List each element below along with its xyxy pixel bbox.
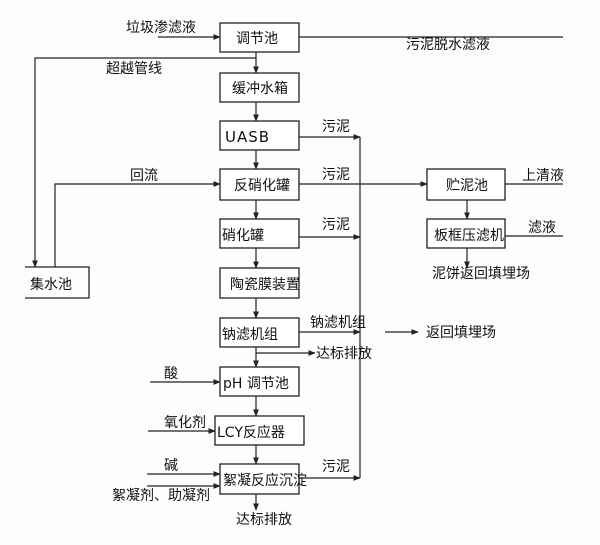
label-discharge: 达标排放: [316, 346, 372, 362]
label-nf-unit: 钠滤机组: [310, 315, 366, 331]
box-label: 陶瓷膜装置: [230, 277, 300, 293]
label-coagulants: 絮凝剂、助凝剂: [112, 487, 210, 504]
label-bypass: 超越管线: [106, 61, 162, 77]
box-label: 调节池: [236, 31, 278, 47]
label-discharge: 达标排放: [236, 512, 292, 528]
box-label: LCY反应器: [217, 424, 285, 441]
label-filtrate: 滤液: [528, 220, 556, 236]
label-cake-return: 泥饼返回填埋场: [432, 266, 530, 282]
label-sludge-filtrate: 污泥脱水滤液: [406, 37, 490, 53]
side-connectors: [32, 34, 563, 489]
label-leachate: 垃圾渗滤液: [126, 20, 196, 36]
label-sludge: 污泥: [322, 119, 350, 135]
box-label: 贮泥池: [446, 178, 488, 194]
box-label: 缓冲水箱: [232, 81, 288, 97]
box-label: 硝化罐: [222, 228, 264, 244]
label-sludge: 污泥: [322, 167, 350, 183]
box-buffer-tank[interactable]: 缓冲水箱: [219, 72, 300, 103]
box-ph-tank[interactable]: pH 调节池: [219, 366, 300, 397]
box-label: 板框压滤机: [434, 228, 504, 244]
box-label: UASB: [225, 128, 270, 146]
label-sludge: 污泥: [322, 217, 350, 233]
label-oxidant: 氧化剂: [164, 415, 206, 431]
label-acid: 酸: [164, 366, 178, 382]
box-flocculation[interactable]: 絮凝反应沉淀: [219, 463, 307, 495]
box-label: 反硝化罐: [234, 178, 290, 194]
box-label: 集水池: [30, 276, 72, 293]
box-ceramic-membrane[interactable]: 陶瓷膜装置: [219, 267, 300, 299]
label-alkali: 碱: [164, 458, 178, 474]
box-sludge-storage[interactable]: 贮泥池: [426, 168, 506, 201]
box-label: 钠滤机组: [222, 327, 278, 343]
box-denitrification-tank[interactable]: 反硝化罐: [219, 168, 300, 201]
box-nitrification-tank[interactable]: 硝化罐: [219, 218, 300, 249]
label-reflux: 回流: [130, 168, 158, 184]
box-uasb[interactable]: UASB: [219, 120, 300, 151]
box-label: 絮凝反应沉淀: [223, 472, 307, 489]
label-supernatant: 上清液: [522, 168, 564, 184]
box-collection-tank[interactable]: 集水池: [25, 266, 90, 299]
box-lcy-reactor[interactable]: LCY反应器: [214, 415, 305, 446]
box-nanofiltration[interactable]: 钠滤机组: [219, 317, 300, 348]
box-filter-press[interactable]: 板框压滤机: [426, 218, 506, 249]
label-sludge: 污泥: [322, 459, 350, 475]
box-label: pH 调节池: [223, 376, 289, 392]
box-regulating-tank[interactable]: 调节池: [219, 22, 300, 53]
label-return-landfill: 返回填埋场: [426, 325, 496, 341]
flow-labels: 垃圾渗滤液 污泥脱水滤液 超越管线 回流 污泥 污泥 污泥 污泥 上清液 滤液 …: [106, 20, 564, 528]
